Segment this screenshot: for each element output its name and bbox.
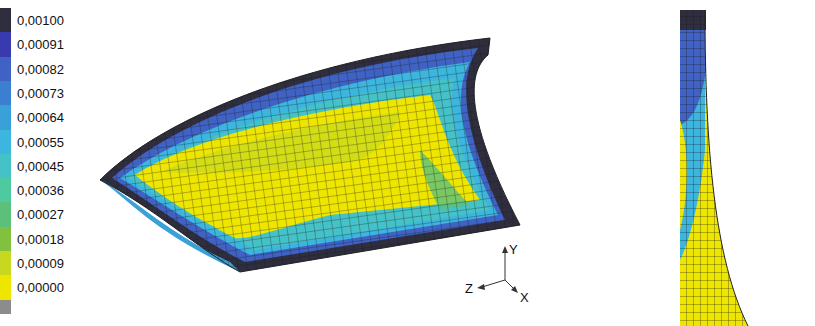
- legend-value: 0,00091: [17, 38, 64, 51]
- legend-value: 0,00027: [17, 208, 64, 221]
- legend-swatch: [0, 251, 11, 276]
- legend-value: 0,00018: [17, 233, 64, 246]
- axis-label-x: X: [520, 291, 529, 304]
- legend-swatch: [0, 105, 11, 130]
- legend-value: 0,00064: [17, 111, 64, 124]
- legend-swatch: [0, 81, 11, 106]
- legend-swatch: [0, 227, 11, 252]
- legend-value: 0,00045: [17, 160, 64, 173]
- legend-value: 0,00036: [17, 184, 64, 197]
- legend-swatch: [0, 178, 11, 203]
- blade-side-view: [680, 10, 750, 326]
- axis-label-y: Y: [509, 243, 518, 256]
- legend-swatch: [0, 154, 11, 179]
- legend-swatch: [0, 275, 11, 300]
- legend-value: 0,00073: [17, 87, 64, 100]
- legend-value: 0,00055: [17, 136, 64, 149]
- legend-swatch: [0, 8, 11, 33]
- legend-value: 0,00000: [17, 281, 64, 294]
- axis-label-z: Z: [465, 282, 473, 295]
- blade-surface: [90, 30, 530, 280]
- legend-value: 0,00082: [17, 63, 64, 76]
- legend-swatch: [0, 202, 11, 227]
- legend-swatch: [0, 130, 11, 155]
- legend-underrange-swatch: [0, 300, 11, 314]
- legend-swatch: [0, 57, 11, 82]
- legend-swatch: [0, 32, 11, 57]
- legend-value: 0,00009: [17, 257, 64, 270]
- legend-value: 0,00100: [17, 14, 64, 27]
